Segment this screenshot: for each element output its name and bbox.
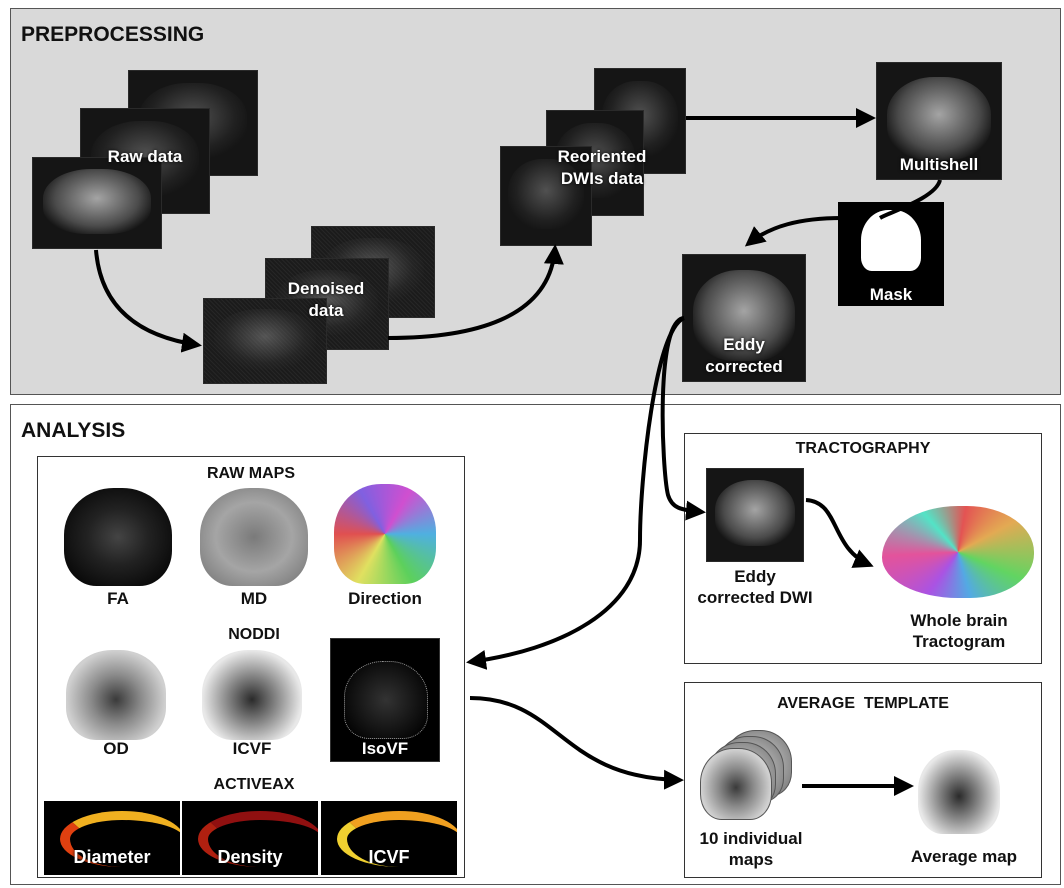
od-label: OD bbox=[103, 739, 129, 758]
multishell-image bbox=[876, 62, 1002, 180]
tractogram-label-line1: Whole brain bbox=[910, 611, 1008, 630]
reoriented-image-front bbox=[500, 146, 592, 246]
individual-maps-line1: 10 individual bbox=[699, 829, 803, 848]
fa-label: FA bbox=[107, 589, 129, 608]
density-arc bbox=[198, 811, 318, 867]
diameter-label: Diameter bbox=[73, 847, 151, 867]
reoriented-label-line1: Reoriented bbox=[557, 147, 647, 166]
diameter-arc bbox=[60, 811, 180, 867]
icvf-activeax-map bbox=[321, 801, 457, 875]
isovf-label: IsoVF bbox=[361, 739, 409, 758]
direction-label: Direction bbox=[348, 589, 422, 608]
icvf-noddi-map bbox=[202, 650, 302, 740]
tractography-title: TRACTOGRAPHY bbox=[795, 440, 931, 457]
individual-maps-line2: maps bbox=[728, 850, 774, 869]
tractogram-label-line2: Tractogram bbox=[912, 632, 1006, 651]
average-map-label: Average map bbox=[910, 847, 1018, 866]
eddy-corrected-label: Eddy corrected bbox=[682, 334, 806, 378]
analysis-title: ANALYSIS bbox=[21, 419, 126, 442]
reoriented-label-line2: DWIs data bbox=[560, 169, 644, 188]
isovf-map bbox=[330, 638, 440, 762]
od-map bbox=[66, 650, 166, 740]
eddy-corrected-image bbox=[682, 254, 806, 382]
diameter-map bbox=[44, 801, 180, 875]
icvf-activeax-arc bbox=[337, 811, 457, 867]
tractogram-label: Whole brain Tractogram bbox=[884, 610, 1034, 652]
denoised-label-line1: Denoised bbox=[287, 279, 365, 298]
eddy-corrected-dwi-label: Eddy corrected DWI bbox=[690, 566, 820, 608]
denoised-label-line2: data bbox=[308, 301, 344, 320]
eddy-corrected-label-line1: Eddy bbox=[723, 335, 765, 354]
multishell-label: Multishell bbox=[899, 155, 979, 174]
noddi-title: NODDI bbox=[228, 626, 280, 643]
raw-maps-title: RAW MAPS bbox=[207, 465, 295, 482]
raw-data-label: Raw data bbox=[107, 147, 183, 166]
direction-map bbox=[334, 484, 436, 584]
average-template-title: AVERAGE TEMPLATE bbox=[777, 695, 949, 712]
icvf-noddi-label: ICVF bbox=[232, 739, 272, 758]
mask-label: Mask bbox=[869, 285, 913, 304]
average-map-image bbox=[918, 750, 1000, 834]
density-map bbox=[182, 801, 318, 875]
preprocessing-title: PREPROCESSING bbox=[21, 23, 205, 46]
denoised-image-front bbox=[203, 298, 327, 384]
md-label: MD bbox=[240, 589, 268, 608]
icvf-activeax-label: ICVF bbox=[368, 847, 410, 867]
eddy-corrected-dwi-line2: corrected DWI bbox=[697, 588, 813, 607]
raw-data-image-front bbox=[32, 157, 162, 249]
denoised-label: Denoised data bbox=[262, 278, 390, 322]
mask-shape bbox=[861, 210, 921, 271]
reoriented-label: Reoriented DWIs data bbox=[540, 146, 664, 190]
individual-map-1 bbox=[700, 748, 772, 820]
md-map bbox=[200, 488, 308, 586]
individual-maps-label: 10 individual maps bbox=[686, 828, 816, 870]
tractogram-image bbox=[882, 506, 1034, 598]
eddy-corrected-label-line2: corrected bbox=[705, 357, 783, 376]
fa-map bbox=[64, 488, 172, 586]
density-label: Density bbox=[217, 847, 283, 867]
eddy-corrected-dwi-line1: Eddy bbox=[734, 567, 776, 586]
activeax-title: ACTIVEAX bbox=[213, 776, 295, 793]
eddy-corrected-dwi-image bbox=[706, 468, 804, 562]
